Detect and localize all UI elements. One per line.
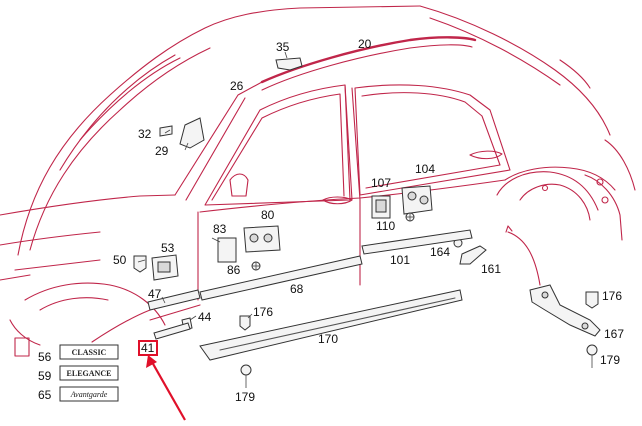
label-179-right: 179: [600, 353, 620, 367]
label-29: 29: [155, 144, 169, 158]
label-164: 164: [430, 245, 450, 259]
label-110: 110: [376, 219, 395, 233]
badge-avantgarde: [59, 386, 119, 402]
label-32: 32: [138, 127, 152, 141]
label-59: 59: [38, 369, 52, 383]
red-arrow: [146, 355, 186, 421]
label-41: 41: [141, 341, 155, 355]
label-179-left: 179: [235, 390, 255, 404]
badge-classic-text: CLASSIC: [72, 348, 107, 357]
label-167: 167: [604, 327, 624, 341]
label-83: 83: [213, 222, 227, 236]
label-170: 170: [318, 332, 338, 346]
label-65: 65: [38, 388, 52, 402]
label-68: 68: [290, 282, 304, 296]
badge-avantgarde-text: Avantgarde: [70, 390, 108, 399]
car-body-outline: [0, 5, 636, 357]
label-20: 20: [358, 37, 372, 51]
label-44: 44: [198, 310, 212, 324]
label-101: 101: [390, 253, 410, 267]
part-graphics: [133, 57, 601, 388]
label-47: 47: [148, 287, 162, 301]
badge-elegance: [59, 365, 119, 381]
label-50: 50: [113, 253, 127, 267]
label-176-right: 176: [602, 289, 622, 303]
badge-classic: [59, 344, 119, 360]
label-104: 104: [415, 162, 435, 176]
leader-lines: [137, 51, 288, 321]
label-86: 86: [227, 263, 241, 277]
model-badges: CLASSIC ELEGANCE Avantgarde: [59, 344, 119, 402]
badge-elegance-text: ELEGANCE: [67, 369, 112, 378]
label-176-left: 176: [253, 305, 273, 319]
label-80: 80: [261, 208, 275, 222]
label-107: 107: [371, 176, 391, 190]
label-161: 161: [481, 262, 501, 276]
label-35: 35: [276, 40, 290, 54]
label-53: 53: [161, 241, 175, 255]
part-labels: 35 20 26 32 29 107 104 110 80 83 86 50 5…: [38, 37, 624, 404]
label-26: 26: [230, 79, 244, 93]
label-56: 56: [38, 350, 52, 364]
